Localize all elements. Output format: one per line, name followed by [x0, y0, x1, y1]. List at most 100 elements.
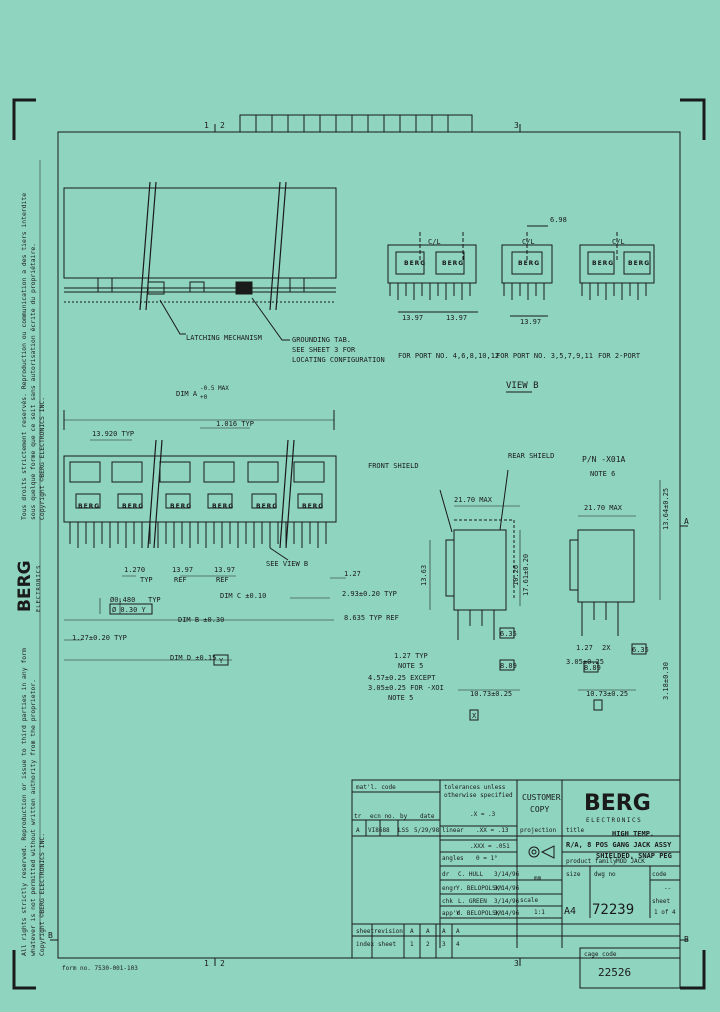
- tb-date: date: [420, 813, 435, 820]
- side-front-shield: FRONT SHIELD: [368, 462, 419, 470]
- tb-revision-l: revision: [374, 928, 403, 935]
- tb-title-1: HIGH TEMP.: [612, 830, 654, 838]
- tb-rev-1: A: [410, 928, 414, 935]
- tb-units: mm: [534, 875, 542, 882]
- tb-logo: BERG: [584, 791, 651, 816]
- tb-idx-3: 3: [442, 941, 446, 948]
- tb-logo-sub: ELECTRONICS: [586, 817, 642, 824]
- tb-title-3: SHIELDED, SNAP PEG: [596, 852, 672, 860]
- pn-note: NOTE 6: [590, 470, 615, 478]
- tb-engr-l: engr: [442, 885, 457, 892]
- front-berg-2: BERG: [122, 503, 144, 510]
- viewb-cl-1: C/L: [428, 238, 441, 246]
- title-block-lines: [351, 779, 681, 989]
- viewb-d3: 13.97: [520, 318, 541, 326]
- viewb-caption-3: FOR 2-PORT: [598, 352, 641, 360]
- zone-right-b: B: [684, 935, 689, 944]
- tb-size-v: A4: [564, 906, 576, 917]
- pn-label: P/N -X01A: [582, 455, 626, 464]
- tb-sheet-v: 1 of 4: [654, 909, 676, 916]
- tb-appd-d: 3/14/96: [494, 910, 520, 917]
- pn-d1073: 10.73±0.25: [586, 690, 628, 698]
- tb-cage-v: 22526: [598, 966, 631, 979]
- side-d457: 4.57±0.25 EXCEPT: [368, 674, 436, 682]
- zone-bottom-2: 2: [220, 959, 225, 968]
- tb-ecn: ecn no.: [370, 813, 395, 820]
- side-d2170: 21.70 MAX: [454, 496, 493, 504]
- tb-chk-d: 3/14/96: [494, 898, 520, 905]
- pn-d1364: 13.64±0.25: [662, 488, 670, 530]
- zone-bottom-3: 3: [514, 959, 519, 968]
- front-berg-3: BERG: [170, 503, 192, 510]
- side-note5: NOTE 5: [398, 662, 423, 670]
- tb-chk-l: chk: [442, 898, 453, 905]
- viewb-d2: 13.97: [446, 314, 467, 322]
- tb-rev-ecn: VI8688: [368, 827, 390, 834]
- grounding-line-3: LOCATING CONFIGURATION: [292, 356, 385, 364]
- view-b-group: [387, 225, 655, 393]
- front-ref1: REF: [174, 576, 187, 584]
- front-dim-b: DIM B ±0.30: [178, 616, 224, 624]
- front-berg-1: BERG: [78, 503, 100, 510]
- tb-family-l: product family: [566, 858, 617, 865]
- tb-tol-otherwise: otherwise specified: [444, 792, 513, 799]
- corner-mark-tr: [680, 98, 706, 140]
- tb-sheet-row-l: sheet: [356, 928, 374, 935]
- front-dim-d-box: Y: [219, 657, 224, 665]
- front-dim-a: DIM A: [176, 390, 198, 398]
- front-berg-4: BERG: [212, 503, 234, 510]
- pn-view: [569, 480, 661, 711]
- front-tol-box: Ø 0.30 Y: [112, 606, 147, 614]
- viewb-berg-2: BERG: [442, 260, 464, 267]
- projection-symbol-icon: [528, 845, 555, 859]
- front-d293: 2.93±0.20 TYP: [342, 590, 397, 598]
- tb-form-no: form no. 7530-001-103: [62, 965, 138, 972]
- tb-by: by: [400, 813, 408, 820]
- side-note-en: All rights strictly reserved. Reproducti…: [20, 644, 46, 956]
- tb-dr-l: dr: [442, 871, 450, 878]
- tb-copy: COPY: [530, 805, 549, 814]
- side-d889: 8.89: [500, 662, 517, 670]
- grounding-line-1: GROUNDING TAB.: [292, 336, 351, 344]
- tb-cage-l: cage code: [584, 951, 617, 958]
- front-d0480: Ø0.480: [110, 596, 135, 604]
- zone-right-a: A: [684, 517, 689, 526]
- side-dimx: X: [472, 712, 477, 720]
- front-see-view-b: SEE VIEW B: [266, 560, 308, 568]
- tb-projection: projection: [520, 827, 557, 834]
- tb-tol-xx: .XX = .13: [476, 827, 509, 834]
- grounding-line-2: SEE SHEET 3 FOR: [292, 346, 356, 354]
- corner-mark-tl: [12, 98, 36, 140]
- tb-tol-x: .X = .3: [470, 811, 496, 818]
- viewb-caption-1: FOR PORT NO. 4,6,8,10,12: [398, 352, 499, 360]
- zone-left-b: B: [48, 931, 53, 940]
- viewb-title: VIEW B: [506, 381, 539, 391]
- tb-dr-d: 3/14/96: [494, 871, 520, 878]
- tb-dr-n: C. HULL: [458, 871, 484, 878]
- side-note5b: NOTE 5: [388, 694, 413, 702]
- side-d127: 1.27 TYP: [394, 652, 428, 660]
- side-logo: BERG: [15, 560, 35, 612]
- drawing-border: [57, 131, 681, 959]
- tb-tol-ang: angles: [442, 855, 464, 862]
- tb-rev-a: A: [356, 827, 360, 834]
- front-d1397a: 13.97: [172, 566, 193, 574]
- view-b-jack-left: [387, 232, 478, 313]
- viewb-d1: 13.97: [402, 314, 423, 322]
- tb-size-l: size: [566, 871, 581, 878]
- front-d13920: 13.920 TYP: [92, 430, 134, 438]
- viewb-dim-698: 6.98: [550, 216, 567, 224]
- tb-appd-l: app'd: [442, 910, 460, 917]
- viewb-berg-1: BERG: [404, 260, 426, 267]
- tb-title-l: title: [566, 827, 584, 834]
- front-ref2: REF: [216, 576, 229, 584]
- front-d1270: 1.270: [124, 566, 145, 574]
- tb-scale-v: 1:1: [534, 909, 545, 916]
- zone-top-3: 3: [514, 121, 519, 130]
- front-d127: 1.27: [344, 570, 361, 578]
- side-d1073: 10.73±0.25: [470, 690, 512, 698]
- side-d1026: 10.26: [512, 565, 520, 586]
- tb-rev-2: A: [426, 928, 430, 935]
- front-berg-6: BERG: [302, 503, 324, 510]
